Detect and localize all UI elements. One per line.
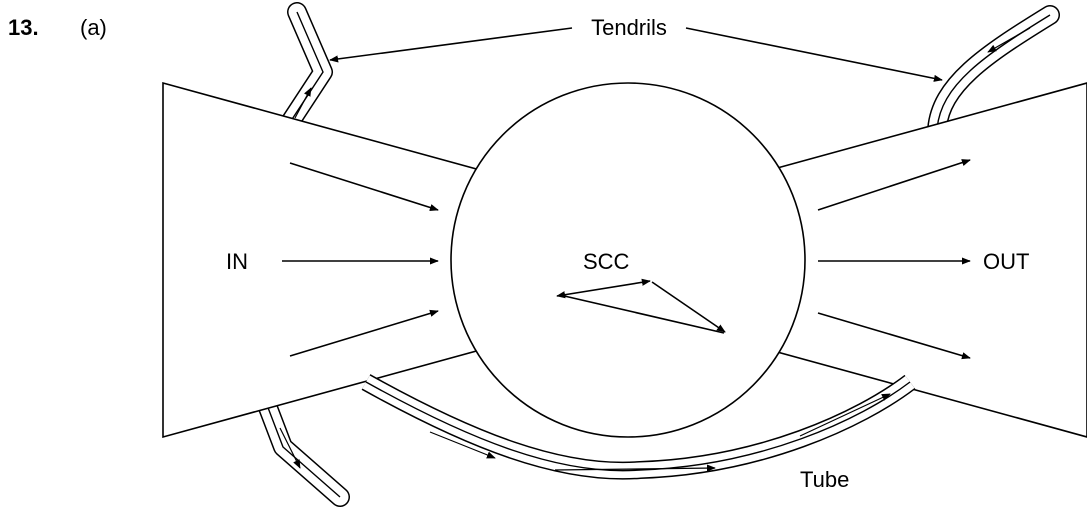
in-arrow-bottom — [289, 309, 439, 357]
scc-arrow-1 — [556, 278, 651, 299]
scc-arrow-2 — [651, 281, 726, 333]
tube-label: Tube — [800, 467, 849, 492]
question-number: 13. — [8, 15, 39, 40]
scc-label: SCC — [583, 249, 630, 274]
question-part: (a) — [80, 15, 107, 40]
out-label: OUT — [983, 249, 1029, 274]
tendrils-pointer-right — [685, 27, 943, 82]
out-arrow-top — [817, 159, 971, 211]
in-region — [162, 81, 481, 439]
out-region — [769, 82, 1087, 438]
in-label: IN — [226, 249, 248, 274]
tendril-top-right — [927, 5, 1060, 140]
tube-arrow-1 — [429, 431, 496, 459]
scc-arrow-3 — [559, 294, 725, 334]
tube-arrow-3 — [799, 393, 891, 437]
in-arrow-top — [289, 162, 439, 211]
out-arrow-bottom — [817, 312, 971, 360]
tube — [361, 374, 916, 480]
tube-arrow-2 — [554, 464, 716, 472]
tendrils-label: Tendrils — [591, 15, 667, 40]
tendril-top-left — [275, 2, 333, 140]
tendril-top-left-arrow — [294, 87, 312, 119]
scc-circle — [450, 82, 806, 438]
tendril-bottom-left-arrow — [279, 427, 301, 469]
tendril-top-right-arrow — [987, 27, 1031, 53]
tendrils-pointer-left — [329, 27, 573, 63]
tendril-bottom-left — [257, 395, 350, 507]
